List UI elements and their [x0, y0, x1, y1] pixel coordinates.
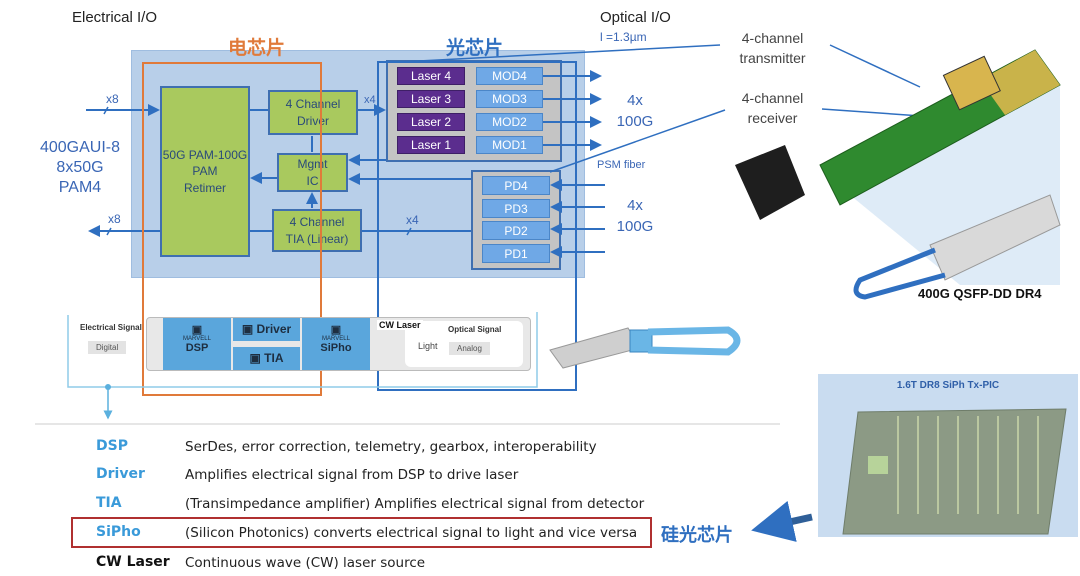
light-label: Light: [418, 341, 438, 351]
product-callout-tx: 4-channel transmitter: [725, 28, 820, 68]
rx-callout-line-1: [549, 109, 726, 173]
tia-chip-icon: ▣: [249, 351, 265, 365]
retimer-line-1: 50G PAM-100G: [162, 148, 248, 163]
tx-callout-line-b: transmitter: [739, 50, 806, 66]
tx-rate-label: 4x 100G: [610, 90, 660, 132]
sipho-marvell: MARVELL: [322, 336, 350, 342]
analog-arrow: Analog: [449, 342, 490, 355]
driver-chip-icon: ▣: [241, 322, 257, 336]
rx-callout-line-b: receiver: [747, 110, 798, 126]
tia-lanes-label: x4: [406, 213, 419, 227]
interface-line-2: 8x50G: [56, 159, 104, 176]
tx-rate-line-1: 4x: [627, 92, 643, 109]
rx-rate-line-2: 100G: [616, 218, 654, 235]
interface-line-3: PAM4: [58, 179, 102, 196]
retimer-line-3: Retimer: [183, 180, 226, 195]
tx-callout-line-2: [829, 44, 921, 88]
digital-arrow: Digital: [88, 341, 127, 354]
driver-label: Driver: [256, 322, 292, 336]
mgmt-line-2: IC: [306, 173, 319, 188]
legend-term-sipho: SiPho: [96, 524, 141, 540]
electrical-chip-frame: [142, 62, 322, 396]
psm-fiber-label: PSM fiber: [597, 159, 646, 171]
dsp-logo-icon: ▣: [191, 324, 203, 336]
electrical-signal-label: Electrical Signal: [80, 323, 142, 332]
tia-label: TIA: [264, 351, 284, 365]
laser-3: Laser 3: [397, 90, 465, 108]
pd-3: PD3: [482, 199, 550, 218]
legend-term-driver: Driver: [96, 466, 145, 482]
sipho-logo-icon: ▣: [330, 324, 342, 336]
optical-io-label: Optical I/O: [600, 9, 671, 26]
rx-callout-line-a: 4-channel: [741, 90, 804, 106]
interface-line-1: 400GAUI-8: [39, 139, 121, 156]
product-callout-rx: 4-channel receiver: [725, 88, 820, 128]
legend-desc-cw-laser: Continuous wave (CW) laser source: [185, 555, 426, 571]
pd-4: PD4: [482, 176, 550, 195]
tia-segment: ▣ TIA: [233, 347, 300, 370]
legend-desc-tia: (Transimpedance amplifier) Amplifies ele…: [185, 496, 645, 512]
laser-2: Laser 2: [397, 113, 465, 131]
siph-chip-label: 硅光芯片: [661, 525, 733, 546]
tx-callout-line-a: 4-channel: [741, 30, 804, 46]
wavelength-label: l =1.3µm: [600, 30, 647, 44]
legend-desc-driver: Amplifies electrical signal from DSP to …: [185, 467, 519, 483]
electrical-io-label: Electrical I/O: [72, 9, 158, 26]
legend-desc-dsp: SerDes, error correction, telemetry, gea…: [185, 439, 597, 455]
tx-callout-line-1: [399, 44, 721, 63]
driver-line-1: 4 Channel: [285, 97, 341, 112]
product-name: 400G QSFP-DD DR4: [918, 286, 1042, 301]
output-lanes-label: x8: [108, 212, 121, 226]
pic-die-image: [842, 408, 1067, 535]
cw-laser-label: CW Laser: [377, 320, 423, 330]
dsp-marvell: MARVELL: [183, 336, 211, 342]
tia-line-2: TIA (Linear): [285, 231, 349, 246]
legend-desc-sipho: (Silicon Photonics) converts electrical …: [185, 525, 638, 541]
rx-rate-label: 4x 100G: [610, 195, 660, 237]
dsp-segment: ▣ MARVELL DSP: [163, 318, 231, 370]
driver-lanes-label: x4: [364, 94, 376, 106]
laser-1: Laser 1: [397, 136, 465, 154]
qsfp-product-image: [735, 49, 1061, 300]
mod-3: MOD3: [476, 90, 543, 108]
pd-1: PD1: [482, 244, 550, 263]
pic-title: 1.6T DR8 SiPh Tx-PIC: [896, 380, 1000, 391]
sipho-label: SiPho: [320, 342, 352, 354]
driver-segment: ▣ Driver: [233, 318, 300, 341]
electrical-chip-label: 电芯片: [228, 37, 286, 59]
tx-rate-line-2: 100G: [616, 113, 654, 130]
siph-pointer-arrow: [751, 500, 813, 542]
optical-chip-frame: [377, 61, 577, 391]
legend-term-dsp: DSP: [96, 438, 128, 454]
mod-1: MOD1: [476, 136, 543, 154]
input-lanes-label: x8: [106, 92, 119, 106]
laser-4: Laser 4: [397, 67, 465, 85]
pd-2: PD2: [482, 221, 550, 240]
rx-rate-line-1: 4x: [627, 197, 643, 214]
sipho-segment: ▣ MARVELL SiPho: [302, 318, 370, 370]
pic-image: 1.6T DR8 SiPh Tx-PIC: [818, 374, 1078, 537]
interface-label: 400GAUI-8 8x50G PAM4: [30, 138, 130, 198]
tia-line-1: 4 Channel: [289, 215, 345, 230]
sipho-highlight-box: [71, 517, 652, 548]
mod-4: MOD4: [476, 67, 543, 85]
mod-2: MOD2: [476, 113, 543, 131]
dsp-label: DSP: [185, 342, 209, 354]
legend-term-tia: TIA: [96, 495, 122, 511]
optical-signal-label: Optical Signal: [448, 325, 502, 334]
optical-chip-label: 光芯片: [446, 37, 504, 59]
transceiver-image: [549, 326, 741, 369]
legend-term-cw-laser: CW Laser: [96, 554, 170, 570]
retimer-line-2: PAM: [192, 164, 218, 179]
